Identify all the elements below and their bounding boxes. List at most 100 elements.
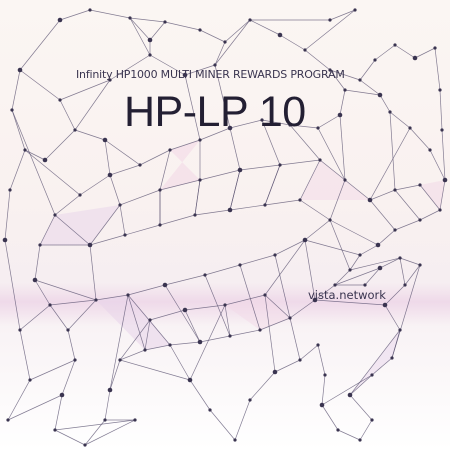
mesh-node bbox=[403, 283, 407, 287]
mesh-line bbox=[59, 99, 76, 131]
facet-fill bbox=[160, 140, 200, 190]
mesh-line bbox=[34, 244, 41, 281]
mesh-node bbox=[233, 438, 237, 442]
mesh-line bbox=[24, 149, 46, 161]
mesh-node bbox=[168, 148, 172, 152]
mesh-line bbox=[419, 184, 441, 211]
mesh-line bbox=[204, 274, 231, 337]
mesh-line bbox=[119, 204, 126, 236]
mesh-line bbox=[349, 394, 373, 421]
mesh-line bbox=[104, 139, 111, 176]
mesh-node bbox=[277, 32, 283, 38]
mesh-line bbox=[127, 284, 166, 296]
mesh-line bbox=[19, 329, 31, 381]
mesh-node bbox=[433, 46, 437, 50]
mesh-node bbox=[328, 18, 332, 22]
mesh-node bbox=[258, 328, 262, 332]
mesh-line bbox=[339, 114, 346, 181]
mesh-line bbox=[49, 304, 69, 331]
mesh-line bbox=[109, 359, 121, 391]
mesh-line bbox=[209, 409, 236, 441]
mesh-line bbox=[409, 127, 431, 151]
mesh-line bbox=[299, 344, 319, 361]
mesh-line bbox=[439, 179, 446, 211]
mesh-line bbox=[104, 139, 141, 166]
mesh-node bbox=[363, 283, 367, 287]
mesh-line bbox=[104, 389, 111, 421]
mesh-line bbox=[249, 371, 276, 401]
facet-fill bbox=[40, 205, 120, 245]
mesh-line bbox=[24, 149, 81, 196]
mesh-node bbox=[198, 28, 202, 32]
mesh-line bbox=[4, 239, 21, 331]
mesh-node bbox=[367, 197, 373, 203]
mesh-line bbox=[11, 109, 56, 216]
mesh-line bbox=[4, 189, 11, 241]
mesh-node bbox=[198, 138, 202, 142]
mesh-node bbox=[328, 218, 332, 222]
mesh-node bbox=[319, 402, 325, 408]
mesh-line bbox=[164, 284, 201, 343]
mesh-node bbox=[358, 78, 362, 82]
mesh-node bbox=[53, 213, 57, 217]
mesh-line bbox=[199, 29, 226, 43]
mesh-node bbox=[148, 318, 152, 322]
mesh-node bbox=[358, 438, 362, 442]
mesh-node bbox=[316, 126, 320, 130]
mesh-line bbox=[369, 189, 396, 201]
mesh-node bbox=[370, 418, 374, 422]
mesh-line bbox=[67, 299, 97, 331]
mesh-node bbox=[83, 443, 87, 447]
mesh-node bbox=[208, 408, 212, 412]
mesh-line bbox=[329, 219, 379, 246]
mesh-line bbox=[59, 9, 91, 21]
mesh-line bbox=[54, 194, 81, 216]
mesh-line bbox=[74, 79, 111, 131]
mesh-line bbox=[139, 149, 171, 166]
mesh-line bbox=[149, 309, 186, 321]
mesh-node bbox=[57, 17, 63, 23]
mesh-node bbox=[302, 237, 308, 243]
mesh-line bbox=[149, 54, 186, 76]
mesh-node bbox=[418, 218, 422, 222]
mesh-line bbox=[109, 54, 151, 81]
mesh-line bbox=[264, 199, 301, 206]
mesh-line bbox=[67, 329, 76, 361]
mesh-line bbox=[321, 374, 373, 406]
mesh-node bbox=[123, 233, 127, 237]
mesh-line bbox=[239, 164, 281, 171]
mesh-line bbox=[144, 319, 151, 351]
mesh-node bbox=[73, 358, 77, 362]
mesh-node bbox=[23, 148, 27, 152]
program-subtitle: Infinity HP1000 MULTI MINER REWARDS PROG… bbox=[76, 68, 345, 81]
mesh-line bbox=[404, 264, 421, 286]
mesh-line bbox=[389, 111, 411, 129]
mesh-line bbox=[189, 379, 211, 411]
mesh-line bbox=[314, 284, 336, 301]
mesh-line bbox=[414, 47, 436, 59]
mesh-line bbox=[149, 21, 166, 41]
mesh-line bbox=[399, 257, 406, 286]
mesh-node bbox=[398, 328, 402, 332]
mesh-node bbox=[375, 242, 381, 248]
mesh-node bbox=[377, 265, 383, 271]
mesh-node bbox=[373, 58, 377, 62]
mesh-node bbox=[168, 343, 172, 347]
mesh-node bbox=[278, 163, 282, 167]
mesh-line bbox=[224, 19, 251, 43]
mesh-node bbox=[398, 256, 402, 260]
mesh-node bbox=[298, 358, 302, 362]
mesh-line bbox=[89, 244, 97, 301]
mesh-line bbox=[184, 74, 201, 141]
mesh-node bbox=[58, 98, 62, 102]
mesh-line bbox=[359, 419, 373, 441]
mesh-node bbox=[28, 378, 32, 382]
mesh-line bbox=[389, 111, 396, 191]
mesh-node bbox=[390, 356, 394, 360]
mesh-line bbox=[394, 189, 421, 221]
mesh-node bbox=[8, 188, 12, 192]
mesh-line bbox=[214, 19, 251, 66]
mesh-node bbox=[418, 183, 422, 187]
